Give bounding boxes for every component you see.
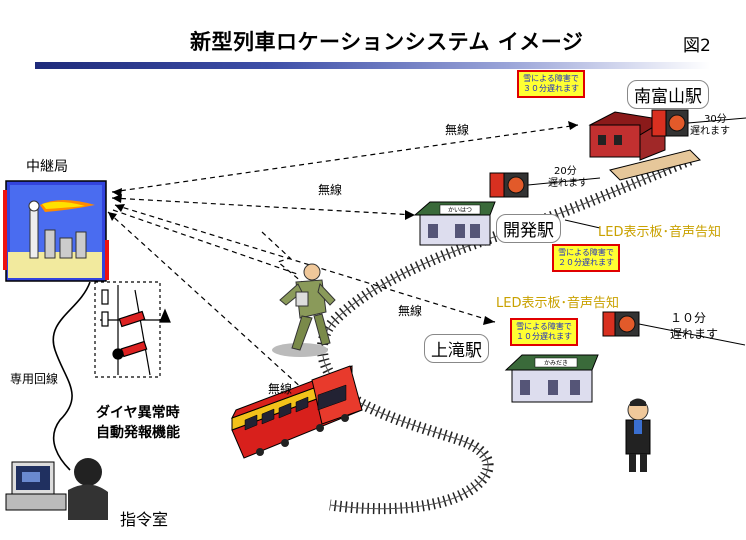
delay-minamitoyama-minutes: 30分 (704, 114, 727, 125)
page-title: 新型列車ロケーションシステム イメージ (190, 30, 584, 54)
speaker-kaihatsu (489, 172, 529, 198)
delay-kaihatsu: 20分 遅れます (548, 166, 588, 190)
kamidaki-building-sign: かみだき (543, 360, 568, 367)
station-kamidaki: 上滝駅 (424, 334, 489, 363)
delay-minamitoyama-text: 遅れます (690, 126, 730, 137)
led-sign-kaihatsu-line-2: ２０分遅れます (558, 258, 614, 267)
command-room-image (5, 458, 108, 520)
wireless-label-4: 無線 (268, 382, 293, 396)
speaker-pointers (527, 117, 746, 346)
command-room-label: 指令室 (120, 510, 169, 529)
passenger-figure (272, 263, 336, 357)
link-to-minamitoyama (111, 124, 579, 193)
relay-station-label: 中継局 (26, 159, 68, 175)
led-sign-kamidaki: 雪による障害で １０分遅れます (510, 318, 578, 346)
relay-station-image (3, 180, 109, 282)
lightning-link (261, 231, 303, 283)
wireless-label-3: 無線 (398, 304, 423, 318)
kaihatsu-building-sign: かいはつ (447, 207, 472, 214)
auto-alarm-line-1: ダイヤ異常時 (96, 405, 180, 421)
signal-equipment (94, 281, 171, 378)
wireless-label-2: 無線 (318, 183, 343, 197)
dedicated-line-cable (52, 281, 91, 471)
radio-links (107, 124, 579, 401)
led-sign-kaihatsu: 雪による障害で ２０分遅れます (552, 244, 620, 272)
link-to-kamidaki (114, 204, 496, 323)
led-sign-minamitoyama-line-2: ３０分遅れます (523, 84, 579, 93)
wireless-label-1: 無線 (445, 123, 470, 137)
auto-alarm-line-2: 自動発報機能 (96, 425, 180, 441)
led-board-caption-2: LED表示板･音声告知 (496, 296, 619, 311)
waiting-passenger-figure (625, 398, 651, 472)
led-sign-kamidaki-line-2: １０分遅れます (516, 332, 572, 341)
speaker-icons (489, 109, 689, 337)
train-image (230, 365, 363, 459)
dedicated-line-label: 専用回線 (10, 372, 59, 386)
minamitoyama-station-building (588, 111, 701, 181)
led-sign-kamidaki-line-1: 雪による障害で (516, 322, 572, 331)
speaker-kamidaki (602, 311, 640, 337)
led-sign-minamitoyama-line-1: 雪による障害で (523, 74, 579, 83)
delay-kamidaki-text: 遅れます (670, 327, 719, 341)
link-to-passenger (112, 209, 301, 276)
led-sign-kaihatsu-line-1: 雪による障害で (558, 248, 614, 257)
link-to-kaihatsu (111, 197, 416, 216)
delay-kamidaki-minutes: １０分 (670, 311, 707, 325)
title-rule (35, 62, 710, 69)
station-minamitoyama: 南富山駅 (627, 80, 709, 109)
figure-number: 図2 (683, 36, 711, 56)
delay-minamitoyama: 30分 遅れます (690, 114, 730, 138)
link-to-train (107, 211, 316, 401)
kaihatsu-station-building (413, 201, 496, 246)
speaker-minamitoyama (651, 109, 689, 137)
kamidaki-station-building (504, 354, 599, 403)
led-board-caption-1: LED表示板･音声告知 (598, 225, 721, 240)
delay-kamidaki: １０分 遅れます (670, 310, 718, 342)
station-kaihatsu: 開発駅 (496, 214, 561, 243)
led-sign-minamitoyama: 雪による障害で ３０分遅れます (517, 70, 585, 98)
delay-kaihatsu-minutes: 20分 (554, 166, 577, 177)
delay-kaihatsu-text: 遅れます (548, 178, 588, 189)
radio-arrowheads (108, 121, 578, 400)
